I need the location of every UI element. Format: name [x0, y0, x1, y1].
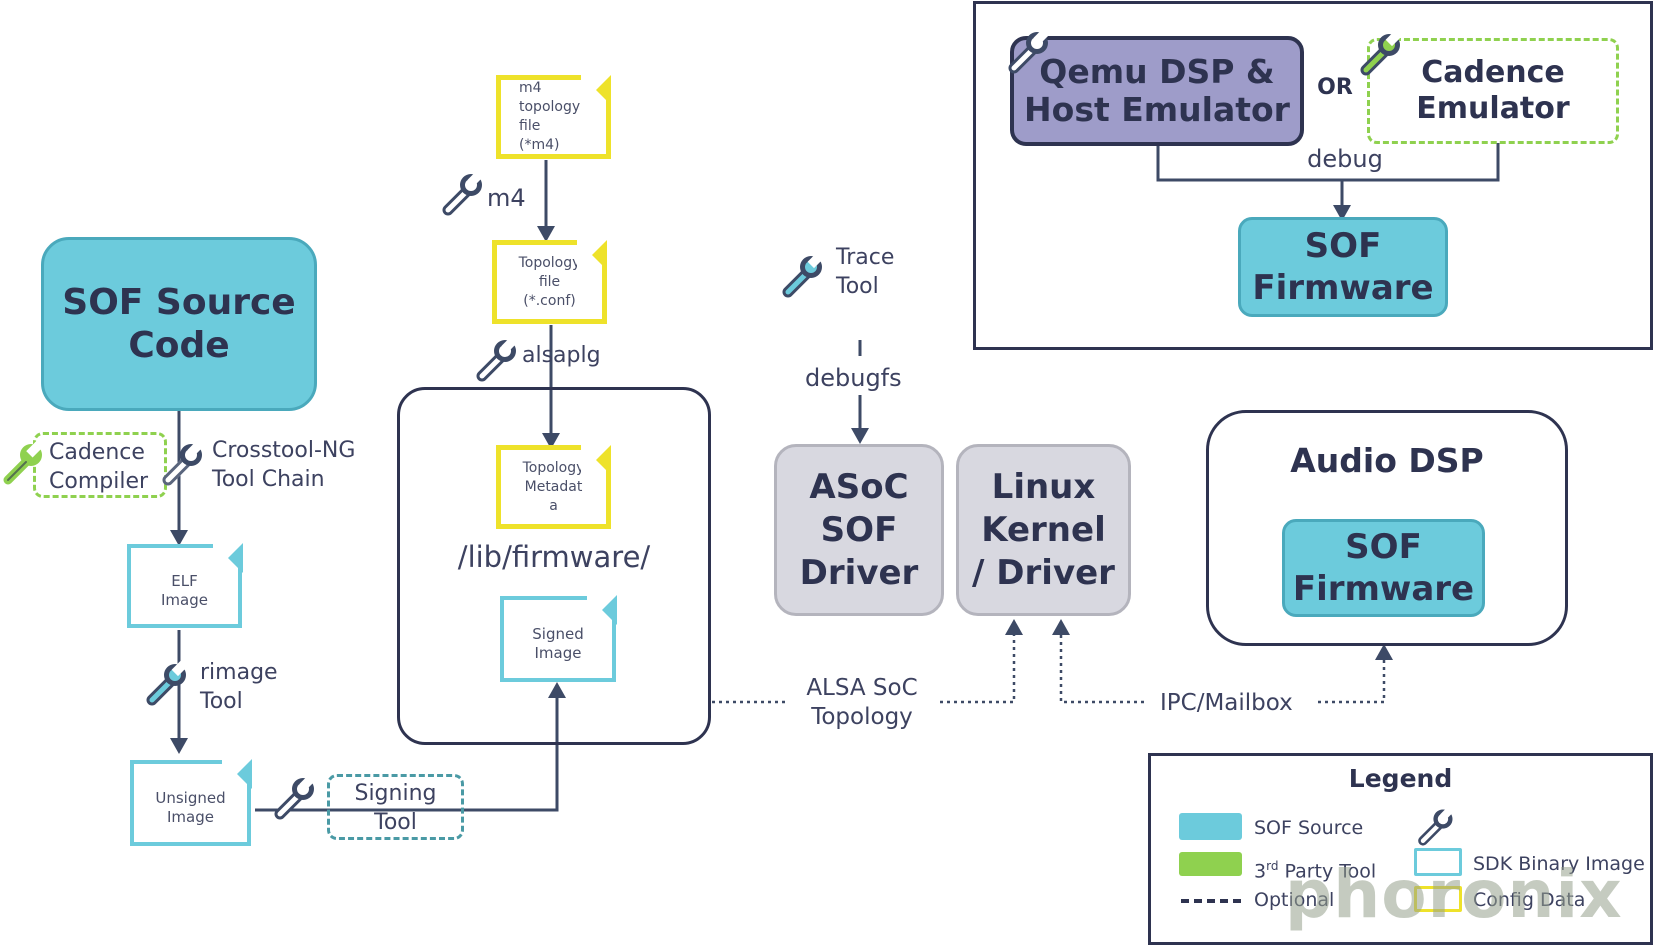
debug-label: debug	[1295, 145, 1395, 173]
legend-title: Legend	[1348, 764, 1453, 793]
m4-topology-label: m4 topology file (*m4)	[519, 80, 581, 153]
topology-metadata-file: Topology Metadat a	[496, 445, 611, 529]
legend-thirdparty-pre: 3	[1254, 860, 1267, 883]
elf-image-label: ELF Image	[161, 572, 208, 609]
m4-topology-file: m4 topology file (*m4)	[496, 75, 611, 159]
legend-frame	[1148, 753, 1653, 945]
sof-source-code-box: SOF Source Code	[41, 237, 317, 411]
signed-image-label: Signed Image	[532, 625, 584, 662]
signing-tool-box	[327, 774, 464, 840]
audio-dsp-frame	[1206, 410, 1568, 646]
phoronix-watermark: phoronix	[1285, 856, 1623, 933]
lib-firmware-frame	[397, 387, 711, 745]
wrench-icon	[1360, 30, 1402, 76]
sof-firmware-emu-box: SOF Firmware	[1238, 217, 1448, 317]
legend-optional-line	[1181, 899, 1241, 903]
alsaplg-label: alsaplg	[522, 343, 601, 368]
sof-firmware-dsp-box: SOF Firmware	[1282, 519, 1485, 617]
legend-sdk-file	[1414, 848, 1462, 876]
wrench-icon	[1418, 806, 1455, 846]
alsa-soc-topology-label: ALSA SoC Topology	[806, 675, 918, 730]
crosstool-label: Crosstool-NG Tool Chain	[212, 438, 356, 492]
topology-conf-file: Topology file (*.conf)	[492, 240, 607, 324]
signing-tool-label: Signing Tool	[354, 781, 437, 835]
emulator-frame	[973, 1, 1653, 350]
qemu-box: Qemu DSP & Host Emulator	[1010, 36, 1304, 146]
wrench-icon	[476, 336, 518, 382]
wrench-icon	[146, 660, 188, 706]
wrench-icon	[162, 440, 204, 486]
asoc-sof-driver-box: ASoC SOF Driver	[774, 444, 944, 616]
legend-thirdparty-swatch	[1179, 852, 1242, 876]
legend-optional-label: Optional	[1254, 889, 1335, 911]
wrench-icon	[3, 441, 43, 485]
linux-kernel-driver-box: Linux Kernel / Driver	[956, 444, 1131, 616]
legend-sdk-label: SDK Binary Image	[1473, 853, 1645, 875]
signed-image-file: Signed Image	[500, 595, 617, 682]
topology-metadata-label: Topology Metadat a	[522, 459, 585, 514]
trace-tool-label: Trace Tool	[836, 245, 895, 299]
legend-sof-swatch	[1179, 813, 1242, 840]
lib-firmware-label: /lib/firmware/	[457, 540, 651, 574]
legend-config-label: Config Data	[1473, 889, 1586, 911]
legend-thirdparty-post: Party Tool	[1278, 860, 1377, 883]
m4-tool-label: m4	[487, 184, 526, 212]
legend-thirdparty-label: 3rd Party Tool	[1254, 852, 1376, 885]
wrench-icon	[274, 774, 316, 820]
debugfs-label: debugfs	[805, 364, 902, 392]
rimage-tool-label: rimage Tool	[200, 660, 278, 714]
unsigned-image-file: Unsigned Image	[130, 759, 252, 846]
ipc-mailbox-label: IPC/Mailbox	[1160, 690, 1293, 716]
wrench-icon	[442, 170, 484, 216]
wrench-icon	[782, 252, 824, 298]
or-label: OR	[1317, 74, 1353, 100]
unsigned-image-label: Unsigned Image	[155, 789, 226, 826]
topology-conf-label: Topology file (*.conf)	[518, 254, 581, 309]
elf-image-file: ELF Image	[127, 543, 243, 628]
legend-sof-source-label: SOF Source	[1254, 817, 1364, 839]
cadence-emulator-box: Cadence Emulator	[1367, 38, 1619, 144]
wrench-icon	[1008, 28, 1050, 74]
audio-dsp-title: Audio DSP	[1290, 441, 1484, 480]
legend-config-file	[1414, 886, 1462, 912]
legend-thirdparty-sup: rd	[1266, 859, 1279, 873]
cadence-compiler-label: Cadence Compiler	[49, 440, 149, 494]
